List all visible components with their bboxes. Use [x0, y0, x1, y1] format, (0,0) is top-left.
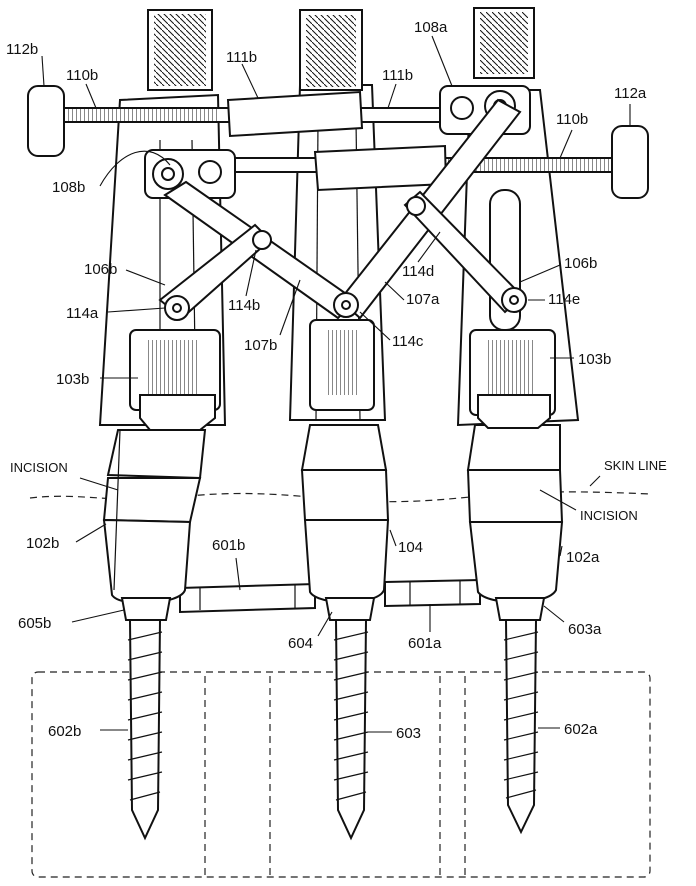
screw-603: [324, 597, 376, 841]
label-604: 604: [288, 635, 313, 652]
left-stem: [147, 9, 213, 91]
label-603: 603: [396, 725, 421, 742]
label-601a: 601a: [408, 635, 442, 652]
label-106b-right: 106b: [564, 255, 597, 272]
label-incision-right: INCISION: [580, 508, 638, 523]
label-103b-left: 103b: [56, 371, 89, 388]
linkage-arms: [158, 98, 527, 321]
tube-104: [288, 9, 390, 604]
label-602b: 602b: [48, 723, 81, 740]
label-112a: 112a: [614, 85, 647, 102]
label-skin-line: SKIN LINE: [604, 458, 667, 473]
label-111b-left: 111b: [226, 49, 257, 66]
label-111b-right: 111b: [382, 67, 413, 84]
reference-labels: 112b 110b 111b 111b 108a 112a 110b 108b …: [6, 19, 667, 742]
label-108a: 108a: [414, 19, 448, 36]
label-114d: 114d: [402, 263, 434, 280]
label-104: 104: [398, 539, 423, 556]
label-108b: 108b: [52, 179, 85, 196]
label-114a: 114a: [66, 305, 99, 322]
label-114c: 114c: [392, 333, 424, 350]
label-incision-left: INCISION: [10, 460, 68, 475]
label-107a: 107a: [406, 291, 440, 308]
bar-110b-upper: [27, 85, 531, 157]
label-106b-left: 106b: [84, 261, 117, 278]
tube-102a: [456, 7, 580, 604]
label-605b: 605b: [18, 615, 51, 632]
label-112b: 112b: [6, 41, 38, 58]
screw-602b: [120, 597, 172, 841]
label-110b-left: 110b: [66, 67, 98, 84]
label-603a: 603a: [568, 621, 602, 638]
leader-lines: [41, 35, 631, 733]
label-102a: 102a: [566, 549, 600, 566]
label-601b: 601b: [212, 537, 245, 554]
bar-110b-lower: [144, 125, 649, 199]
label-114b: 114b: [228, 297, 260, 314]
screw-602a: [494, 597, 546, 835]
label-107b: 107b: [244, 337, 277, 354]
connector-rods: [179, 578, 481, 614]
label-602a: 602a: [564, 721, 598, 738]
label-103b-right: 103b: [578, 351, 611, 368]
label-102b: 102b: [26, 535, 59, 552]
label-110b-right: 110b: [556, 111, 588, 128]
label-114e: 114e: [548, 291, 580, 308]
